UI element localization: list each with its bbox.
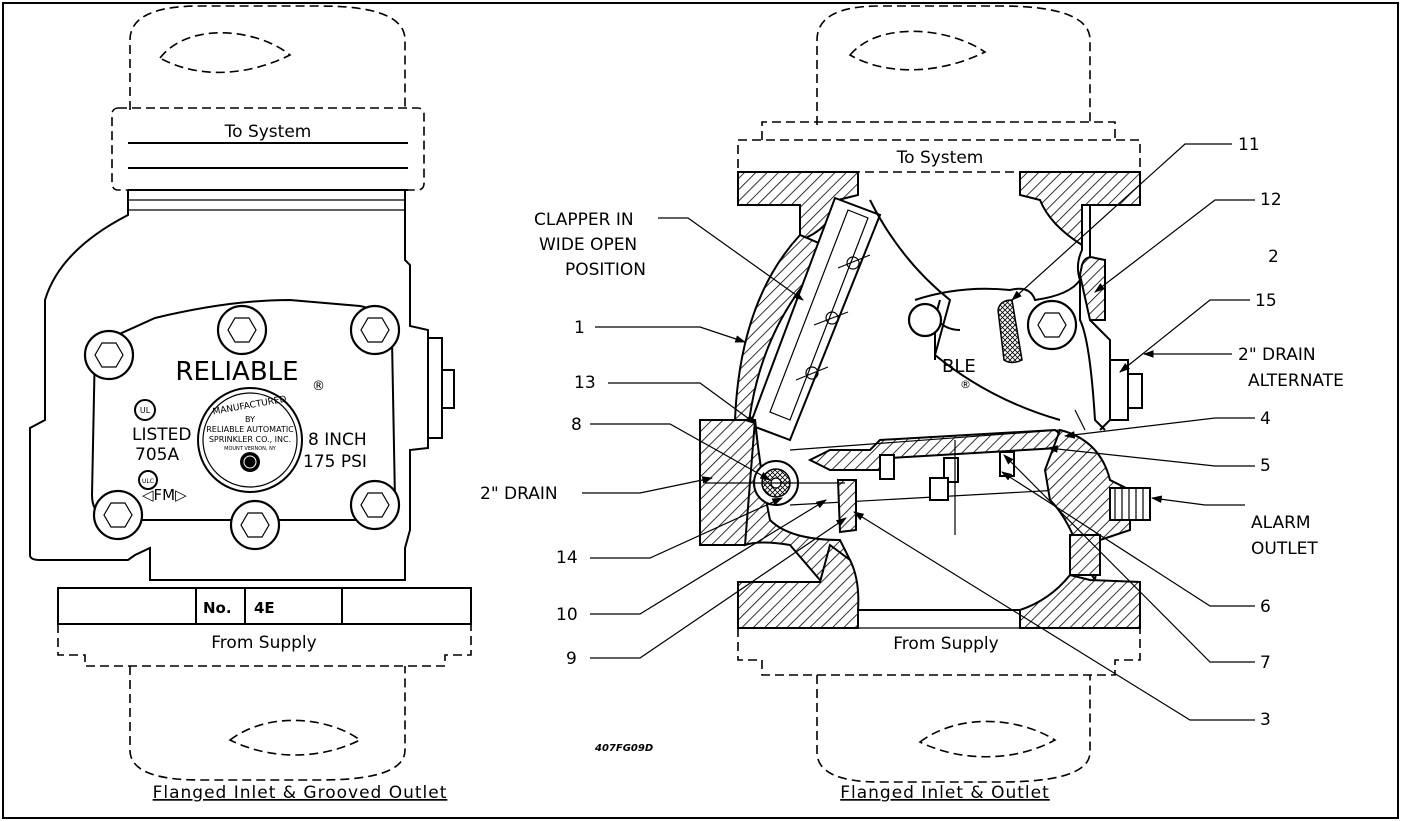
callout-12: 12 — [1260, 190, 1282, 210]
callouts: CLAPPER IN WIDE OPEN POSITION 1 13 8 2" … — [480, 135, 1344, 730]
right-caption: Flanged Inlet & Outlet — [840, 783, 1050, 803]
leader-14 — [590, 497, 783, 559]
callout-14: 14 — [556, 548, 578, 568]
callout-clapper-2: WIDE OPEN — [539, 235, 637, 255]
callout-drain-alt-1: 2" DRAIN — [1238, 345, 1316, 365]
right-to-system-label: To System — [896, 148, 984, 168]
left-valve-body — [29, 190, 429, 581]
right-supply-flange — [737, 628, 1141, 676]
callout-2: 2 — [1268, 247, 1279, 267]
leader-12 — [1094, 199, 1255, 293]
ul-mark: UL — [140, 406, 151, 415]
leader-3 — [853, 511, 1255, 721]
right-registered-mark: ® — [960, 378, 971, 391]
right-from-supply-label: From Supply — [893, 634, 998, 654]
leader-9 — [590, 517, 847, 659]
leader-7 — [1003, 454, 1255, 663]
gasket-11 — [997, 299, 1023, 364]
seal-text-3: RELIABLE AUTOMATIC — [206, 425, 294, 434]
callout-drain: 2" DRAIN — [480, 484, 558, 504]
plate-registered-mark: ® — [312, 379, 325, 394]
clapper-closed — [807, 428, 1062, 471]
drawing-code: 407FG09D — [594, 743, 653, 754]
leader-alarm — [1150, 495, 1245, 506]
plate-pressure: 175 PSI — [303, 452, 367, 472]
flange-no-value: 4E — [254, 599, 275, 617]
right-upper-pipe-break — [848, 30, 987, 71]
callout-4: 4 — [1260, 409, 1271, 429]
left-to-system-label: To System — [224, 122, 312, 142]
ulc-icon — [138, 470, 158, 490]
callout-alarm-1: ALARM — [1251, 513, 1311, 533]
right-inlet-flange-right — [1019, 573, 1141, 629]
manufacturer-seal: MANUFACTURED BY RELIABLE AUTOMATIC SPRIN… — [197, 387, 303, 493]
leader-13 — [608, 382, 757, 425]
right-lower-pipe — [816, 675, 1091, 783]
callout-3: 3 — [1260, 710, 1271, 730]
callout-10: 10 — [556, 605, 578, 625]
callout-alarm-2: OUTLET — [1251, 539, 1318, 559]
callout-1: 1 — [574, 318, 585, 338]
plate-listed: LISTED — [132, 425, 192, 445]
left-upper-pipe — [129, 5, 406, 110]
plate-size: 8 INCH — [308, 430, 367, 450]
leader-10 — [590, 499, 827, 615]
ul-icon — [134, 399, 156, 421]
plate-listing-no: 705A — [135, 445, 179, 465]
right-lower-pipe-break — [918, 720, 1057, 758]
callout-clapper-3: POSITION — [565, 260, 646, 280]
leader-clapper — [658, 217, 804, 301]
left-groove-coupling — [111, 107, 425, 191]
leader-1 — [595, 326, 747, 343]
seal-text-2: BY — [245, 415, 255, 424]
callout-5: 5 — [1260, 456, 1271, 476]
right-upper-pipe — [816, 5, 1091, 125]
leader-11 — [1011, 143, 1232, 301]
seal-text-4: SPRINKLER CO., INC. — [209, 435, 291, 444]
callout-6: 6 — [1260, 597, 1271, 617]
callout-8: 8 — [571, 415, 582, 435]
leader-drain — [582, 476, 714, 494]
seal-text-5: MOUNT VERNON, NY — [224, 446, 277, 452]
leader-5 — [1046, 445, 1255, 467]
leader-6 — [1001, 471, 1255, 607]
plate-brand: RELIABLE — [175, 357, 298, 387]
leader-4 — [1063, 417, 1255, 439]
right-outlet-flange-right — [1019, 171, 1141, 247]
callout-15: 15 — [1255, 291, 1277, 311]
callout-9: 9 — [566, 649, 577, 669]
ulc-mark: ULC — [142, 478, 154, 485]
callout-clapper-1: CLAPPER IN — [534, 210, 634, 230]
right-outlet-flange-mate — [737, 139, 1141, 173]
leader-15 — [1119, 299, 1250, 373]
left-lower-pipe — [129, 666, 406, 781]
callout-11: 11 — [1238, 135, 1260, 155]
left-supply-flange — [57, 624, 472, 667]
plate-fm: ◁FM▷ — [142, 486, 187, 504]
left-caption: Flanged Inlet & Grooved Outlet — [153, 783, 448, 803]
left-upper-pipe-break — [158, 32, 292, 74]
right-view: To System BLE ® — [699, 5, 1151, 803]
right-ble-fragment: BLE — [942, 356, 976, 377]
callout-13: 13 — [574, 373, 596, 393]
right-inlet-flange-left — [737, 543, 860, 629]
left-view: To System RELIABLE ® UL LISTED 705A ULC … — [29, 5, 472, 803]
callout-7: 7 — [1260, 653, 1271, 673]
left-lower-pipe-break — [228, 719, 362, 756]
flange-no-label: No. — [203, 599, 232, 617]
left-cover-bolts — [83, 304, 401, 551]
leader-8 — [590, 423, 771, 481]
left-from-supply-label: From Supply — [211, 633, 316, 653]
callout-drain-alt-2: ALTERNATE — [1248, 371, 1344, 391]
